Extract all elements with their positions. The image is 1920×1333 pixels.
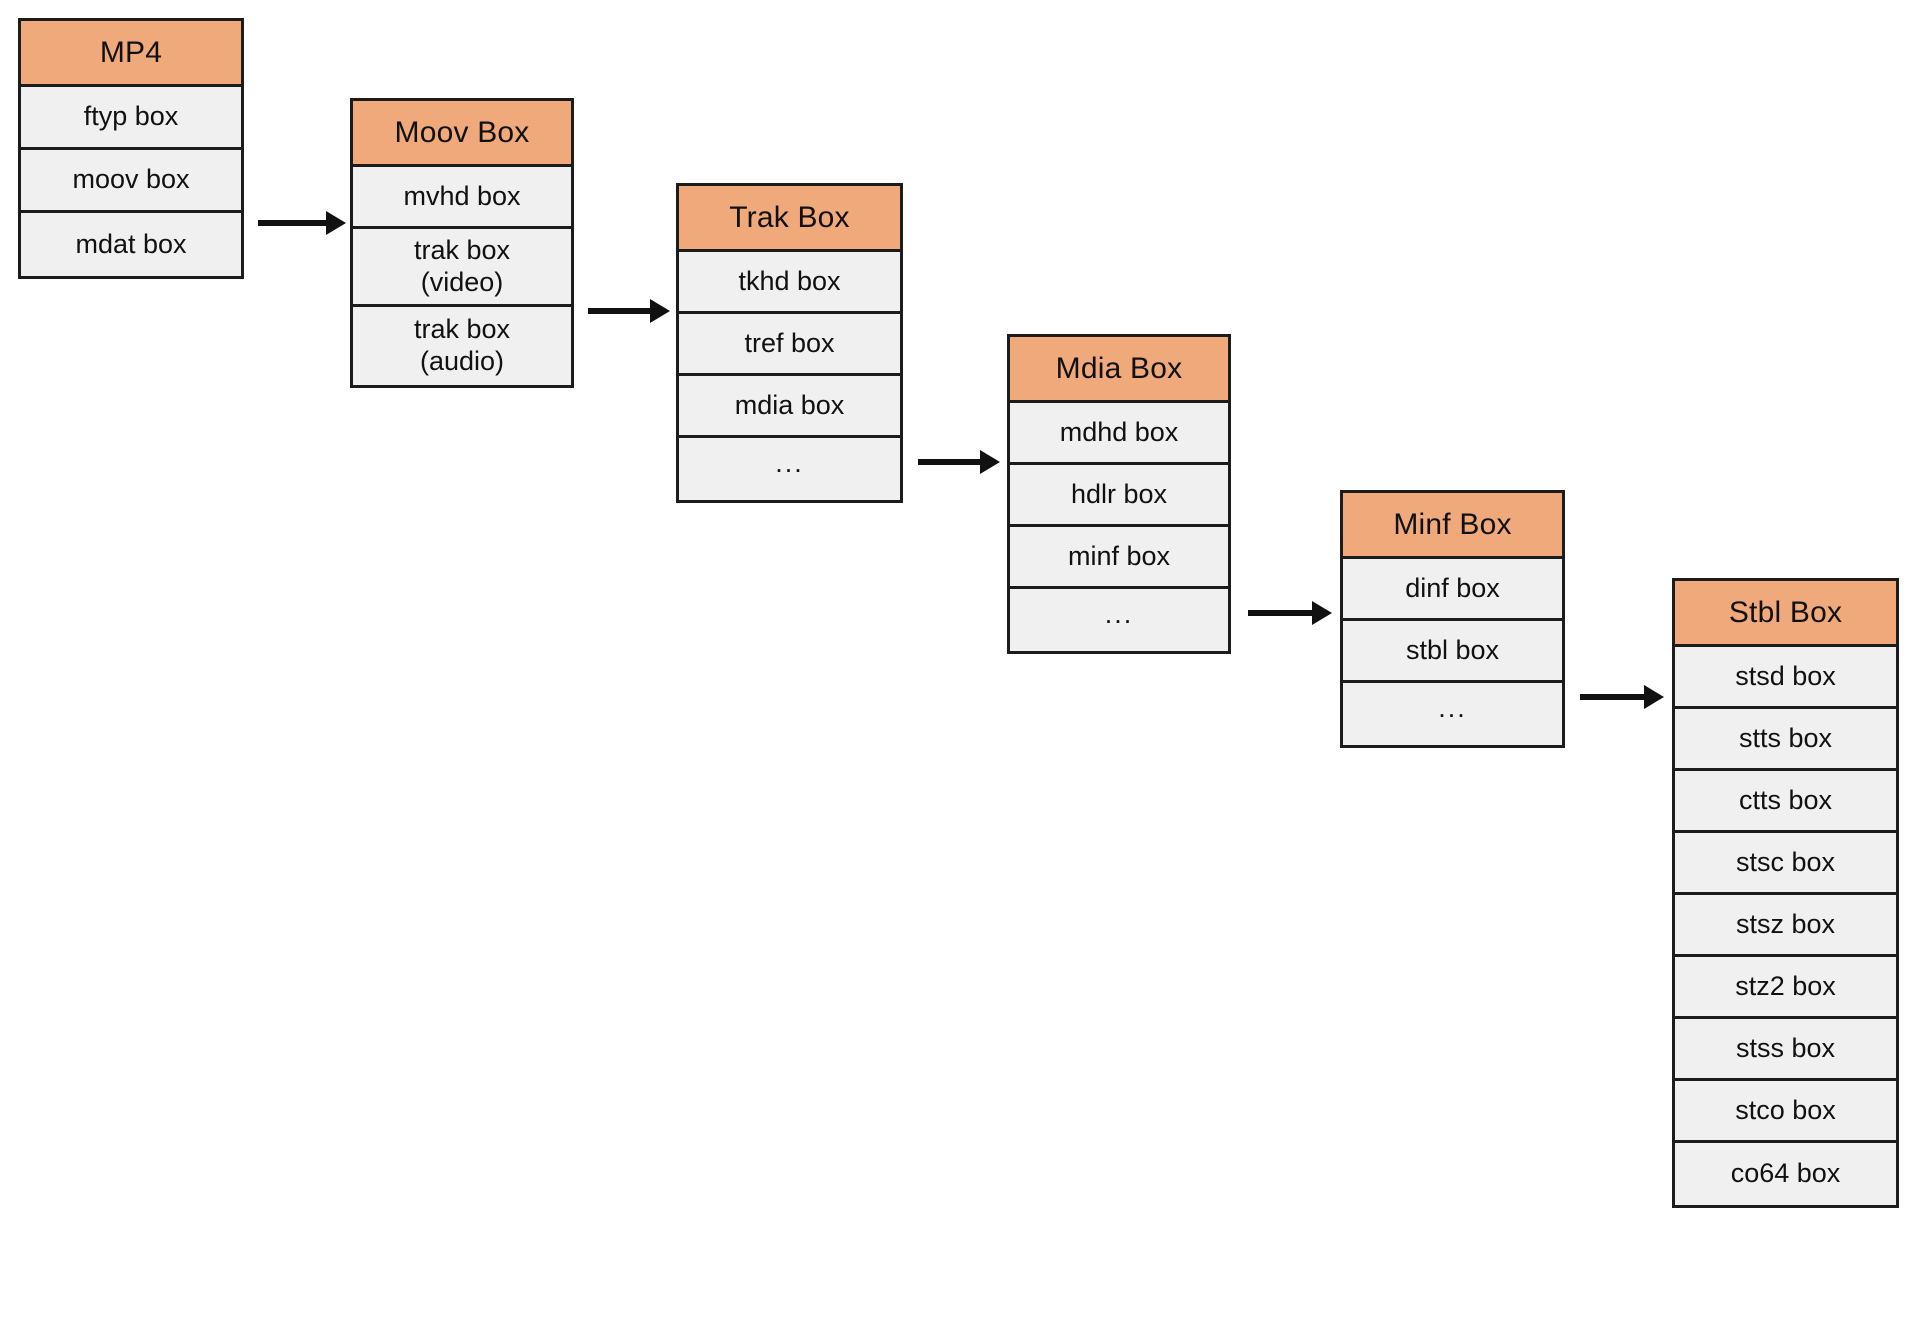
box-row-stbl-1: stts box (1675, 709, 1896, 771)
box-header-minf: Minf Box (1343, 493, 1562, 559)
arrow-trak-to-mdia (918, 447, 1000, 477)
box-row-stbl-2: ctts box (1675, 771, 1896, 833)
box-row-stbl-4: stsz box (1675, 895, 1896, 957)
box-row-minf-2: ... (1343, 683, 1562, 745)
box-header-mdia: Mdia Box (1010, 337, 1228, 403)
box-header-moov: Moov Box (353, 101, 571, 167)
box-header-mp4: MP4 (21, 21, 241, 87)
box-row-mp4-1: moov box (21, 150, 241, 213)
box-row-mp4-0: ftyp box (21, 87, 241, 150)
box-row-mdia-3: ... (1010, 589, 1228, 651)
box-row-trak-0: tkhd box (679, 252, 900, 314)
box-row-stbl-7: stco box (1675, 1081, 1896, 1143)
box-row-minf-1: stbl box (1343, 621, 1562, 683)
box-row-mdia-1: hdlr box (1010, 465, 1228, 527)
arrow-minf-to-stbl (1580, 682, 1664, 712)
box-row-stbl-0: stsd box (1675, 647, 1896, 709)
box-row-stbl-6: stss box (1675, 1019, 1896, 1081)
box-row-mdia-0: mdhd box (1010, 403, 1228, 465)
box-row-stbl-8: co64 box (1675, 1143, 1896, 1205)
box-row-mdia-2: minf box (1010, 527, 1228, 589)
box-row-minf-0: dinf box (1343, 559, 1562, 621)
arrow-moov-to-trak (588, 296, 670, 326)
box-row-mp4-2: mdat box (21, 213, 241, 276)
box-row-stbl-3: stsc box (1675, 833, 1896, 895)
box-row-moov-2: trak box (audio) (353, 307, 571, 385)
box-row-trak-3: ... (679, 438, 900, 500)
box-row-moov-0: mvhd box (353, 167, 571, 229)
arrow-mp4-to-moov (258, 208, 346, 238)
box-row-trak-2: mdia box (679, 376, 900, 438)
box-row-stbl-5: stz2 box (1675, 957, 1896, 1019)
box-header-stbl: Stbl Box (1675, 581, 1896, 647)
box-row-trak-1: tref box (679, 314, 900, 376)
arrow-mdia-to-minf (1248, 598, 1332, 628)
box-row-moov-1: trak box (video) (353, 229, 571, 307)
box-header-trak: Trak Box (679, 186, 900, 252)
